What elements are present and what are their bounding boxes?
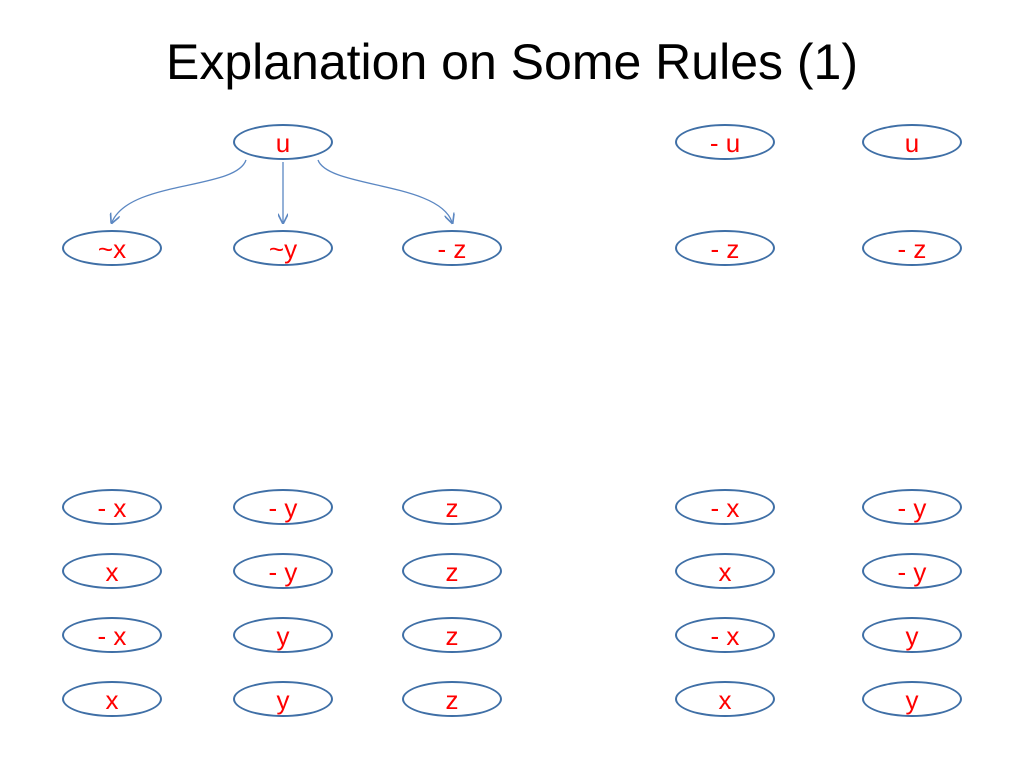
node-label: - y xyxy=(268,557,298,587)
node-label: - x xyxy=(97,621,127,651)
node-label: y xyxy=(905,621,919,651)
node-label: z xyxy=(445,557,459,587)
bottom-left-node-4-1: x xyxy=(62,681,162,717)
bottom-left-node-4-2: y xyxy=(233,681,333,717)
bottom-left-node-1-3: z xyxy=(402,489,502,525)
right-top-node-2-2: - z xyxy=(862,230,962,266)
right-top-node-1-1: - u xyxy=(675,124,775,160)
bottom-left-node-3-2: y xyxy=(233,617,333,653)
slide-title: Explanation on Some Rules (1) xyxy=(165,34,859,90)
node-label: u xyxy=(275,128,291,158)
node-label: x xyxy=(105,685,119,715)
node-label: - y xyxy=(897,557,927,587)
bottom-right-node-1-1: - x xyxy=(675,489,775,525)
node-label: y xyxy=(905,685,919,715)
node-label: ~y xyxy=(268,234,298,264)
bottom-left-node-2-2: - y xyxy=(233,553,333,589)
bottom-right-node-4-2: y xyxy=(862,681,962,717)
bottom-left-node-2-1: x xyxy=(62,553,162,589)
tree-child-node-1: ~x xyxy=(62,230,162,266)
node-label: u xyxy=(904,128,920,158)
bottom-left-node-1-2: - y xyxy=(233,489,333,525)
bottom-right-node-2-1: x xyxy=(675,553,775,589)
node-label: - z xyxy=(437,234,467,264)
tree-root-node: u xyxy=(233,124,333,160)
node-label: - z xyxy=(710,234,740,264)
node-label: z xyxy=(445,621,459,651)
bottom-right-node-1-2: - y xyxy=(862,489,962,525)
node-label: z xyxy=(445,685,459,715)
tree-child-node-2: ~y xyxy=(233,230,333,266)
edge-root-to-child-3 xyxy=(317,159,452,222)
right-top-node-2-1: - z xyxy=(675,230,775,266)
node-label: x xyxy=(105,557,119,587)
node-label: y xyxy=(276,621,290,651)
node-label: - x xyxy=(710,493,740,523)
node-label: x xyxy=(718,557,732,587)
node-label: z xyxy=(445,493,459,523)
bottom-right-node-3-1: - x xyxy=(675,617,775,653)
node-label: - x xyxy=(97,493,127,523)
bottom-right-node-3-2: y xyxy=(862,617,962,653)
node-label: - u xyxy=(709,128,741,158)
tree-child-node-3: - z xyxy=(402,230,502,266)
edge-root-to-child-1 xyxy=(112,159,247,222)
node-label: - x xyxy=(710,621,740,651)
node-label: y xyxy=(276,685,290,715)
bottom-left-node-1-1: - x xyxy=(62,489,162,525)
bottom-left-node-2-3: z xyxy=(402,553,502,589)
node-label: - y xyxy=(897,493,927,523)
bottom-left-node-3-3: z xyxy=(402,617,502,653)
right-top-node-1-2: u xyxy=(862,124,962,160)
bottom-left-node-4-3: z xyxy=(402,681,502,717)
node-label: ~x xyxy=(97,234,127,264)
node-label: - y xyxy=(268,493,298,523)
bottom-right-node-4-1: x xyxy=(675,681,775,717)
node-label: x xyxy=(718,685,732,715)
bottom-left-node-3-1: - x xyxy=(62,617,162,653)
node-label: - z xyxy=(897,234,927,264)
bottom-right-node-2-2: - y xyxy=(862,553,962,589)
